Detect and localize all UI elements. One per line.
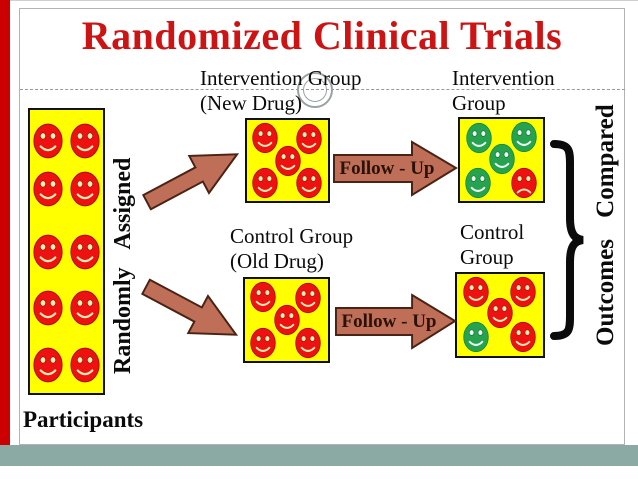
intervention-group-line1: Intervention Group bbox=[200, 66, 362, 90]
control-outcome-label: Control Group bbox=[460, 220, 524, 270]
follow-up-arrow-top-icon: Follow - Up bbox=[333, 140, 458, 197]
control-assigned-box bbox=[243, 277, 330, 363]
assign-arrow-down-icon bbox=[134, 265, 249, 357]
follow-up-bottom-label: Follow - Up bbox=[341, 310, 437, 332]
circle-annotation-icon bbox=[297, 72, 333, 108]
intervention-outcome-label: Intervention Group bbox=[452, 66, 555, 116]
red-smile-face-icon bbox=[295, 168, 322, 199]
red-smile-face-icon bbox=[252, 122, 278, 153]
assign-arrow-up-icon bbox=[135, 132, 250, 224]
slide-title: Randomized Clinical Trials bbox=[81, 13, 563, 58]
intervention-outcome-line1: Intervention bbox=[452, 66, 555, 90]
red-smile-face-icon bbox=[33, 347, 63, 383]
red-smile-face-icon bbox=[510, 276, 536, 308]
participants-pool-box bbox=[28, 108, 105, 395]
green-smile-face-icon bbox=[511, 121, 537, 153]
intervention-group-line2: (New Drug) bbox=[200, 91, 303, 115]
red-smile-face-icon bbox=[273, 304, 300, 336]
control-outcome-line2: Group bbox=[460, 245, 514, 269]
red-smile-face-icon bbox=[250, 281, 276, 313]
red-smile-face-icon bbox=[250, 327, 276, 359]
slide-border bbox=[19, 8, 625, 445]
intervention-assigned-box bbox=[245, 118, 330, 203]
red-smile-face-icon bbox=[274, 145, 301, 176]
red-smile-face-icon bbox=[33, 123, 63, 159]
green-smile-face-icon bbox=[463, 322, 489, 353]
red-smile-face-icon bbox=[33, 290, 63, 326]
red-smile-face-icon bbox=[295, 282, 321, 313]
red-smile-face-icon bbox=[70, 123, 100, 159]
follow-up-top-label: Follow - Up bbox=[339, 157, 435, 179]
red-smile-face-icon bbox=[70, 290, 100, 326]
footer-bar bbox=[0, 445, 638, 466]
control-outcome-line1: Control bbox=[460, 220, 525, 244]
red-smile-face-icon bbox=[70, 171, 100, 207]
red-smile-face-icon bbox=[70, 347, 100, 383]
intervention-outcome-box bbox=[458, 117, 545, 203]
red-smile-face-icon bbox=[510, 322, 536, 353]
red-frown-face-icon bbox=[511, 167, 537, 199]
outcomes-compared-label: Outcomes Compared bbox=[592, 104, 619, 346]
green-smile-face-icon bbox=[465, 167, 491, 199]
red-smile-face-icon bbox=[463, 276, 489, 308]
curly-brace-icon bbox=[546, 140, 586, 340]
green-smile-face-icon bbox=[488, 144, 515, 175]
red-smile-face-icon bbox=[33, 171, 63, 207]
red-smile-face-icon bbox=[252, 168, 278, 199]
control-outcome-box bbox=[455, 272, 545, 358]
red-smile-face-icon bbox=[487, 297, 513, 328]
left-accent-stripe bbox=[0, 0, 10, 445]
red-smile-face-icon bbox=[33, 234, 63, 269]
control-group-label: Control Group (Old Drug) bbox=[230, 224, 353, 274]
follow-up-arrow-bottom-icon: Follow - Up bbox=[335, 293, 457, 350]
intervention-outcome-line2: Group bbox=[452, 91, 506, 115]
red-smile-face-icon bbox=[295, 327, 321, 359]
red-smile-face-icon bbox=[70, 234, 100, 269]
control-group-line2: (Old Drug) bbox=[230, 249, 324, 273]
circle-annotation-inner-ring bbox=[303, 78, 327, 102]
top-hairline bbox=[0, 0, 638, 1]
intervention-group-label: Intervention Group (New Drug) bbox=[200, 66, 362, 116]
participants-label: Participants bbox=[23, 407, 144, 432]
control-group-line1: Control Group bbox=[230, 224, 354, 248]
green-smile-face-icon bbox=[466, 122, 492, 153]
red-smile-face-icon bbox=[295, 123, 322, 154]
